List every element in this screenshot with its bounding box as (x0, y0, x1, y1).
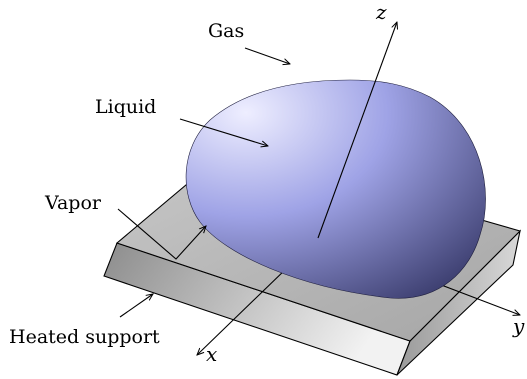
heated-support-arrow (119, 294, 153, 318)
x-axis-label: x (206, 342, 217, 366)
heated-support-label: Heated support (9, 326, 160, 348)
vapor-label: Vapor (44, 192, 102, 214)
vapor-arrow (117, 208, 206, 260)
gas-label: Gas (208, 20, 244, 42)
z-axis-line (317, 22, 397, 239)
liquid-label: Liquid (95, 96, 156, 118)
z-axis-label: z (375, 0, 387, 24)
gas-arrow (244, 47, 290, 64)
y-axis-label: y (512, 314, 525, 338)
liquid-arrow (179, 118, 268, 146)
